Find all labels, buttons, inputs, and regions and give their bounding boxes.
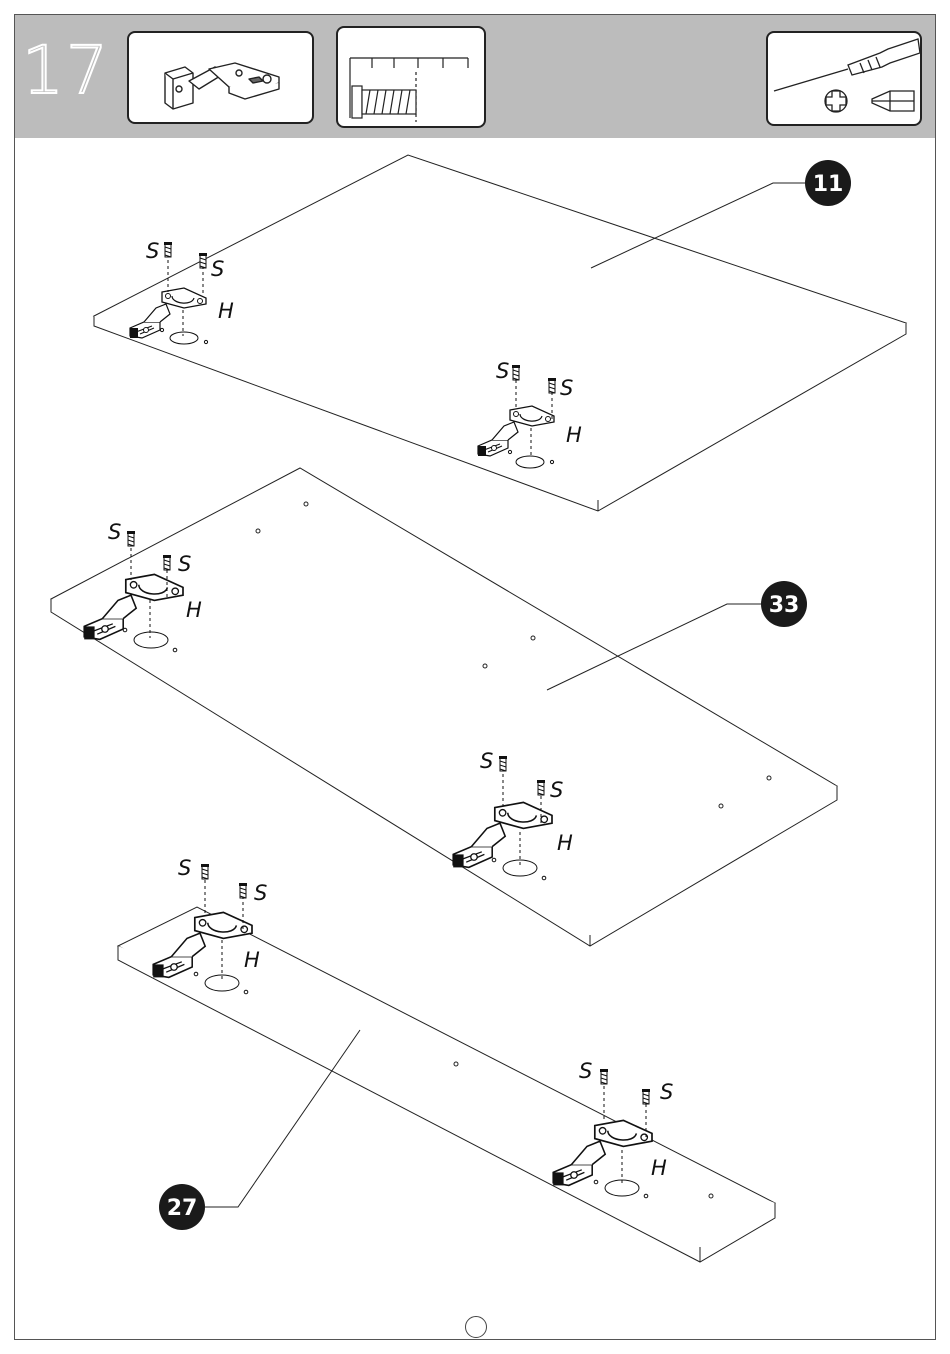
hinge-label: H <box>566 423 582 447</box>
hinge-label: H <box>651 1156 667 1180</box>
part-badge-27: 27 <box>159 1184 205 1230</box>
screw-label: S <box>550 778 563 802</box>
screw-label: S <box>560 376 573 400</box>
screw-label: S <box>146 239 159 263</box>
screw-label: S <box>108 520 121 544</box>
screw-label: S <box>178 856 191 880</box>
panel-11 <box>94 155 906 511</box>
svg-text:11: 11 <box>813 172 844 197</box>
part-badge-11: 11 <box>805 160 851 206</box>
screw-label: S <box>211 257 224 281</box>
screw-label: S <box>496 359 509 383</box>
screw-label: S <box>254 881 267 905</box>
part-badge-33: 33 <box>761 581 807 627</box>
svg-text:33: 33 <box>769 593 800 618</box>
hinge-label: H <box>186 598 202 622</box>
hinge-label: H <box>557 831 573 855</box>
svg-text:27: 27 <box>167 1196 198 1221</box>
page-number-circle <box>465 1316 487 1338</box>
hinge-label: H <box>218 299 234 323</box>
screw-label: S <box>660 1080 673 1104</box>
screw-label: S <box>579 1059 592 1083</box>
screw-label: S <box>178 552 191 576</box>
panel-27 <box>118 907 775 1262</box>
hinge-label: H <box>244 948 260 972</box>
panel-33 <box>51 468 837 946</box>
screw-label: S <box>480 749 493 773</box>
